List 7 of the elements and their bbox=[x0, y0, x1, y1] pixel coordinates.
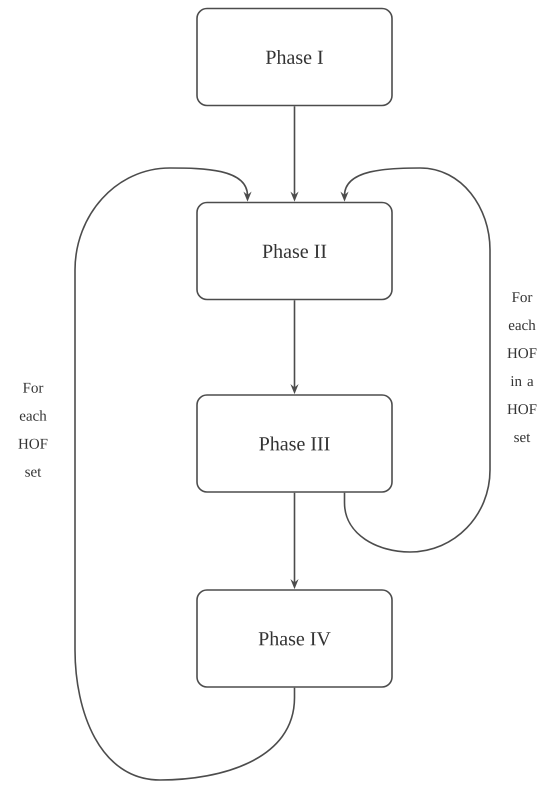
phase-box: Phase II bbox=[196, 202, 393, 300]
edge-label: For each HOF in a HOF set bbox=[504, 291, 540, 444]
phase-box: Phase III bbox=[196, 394, 393, 493]
phase-box: Phase IV bbox=[196, 589, 393, 688]
edge-label: For each HOF set bbox=[15, 382, 51, 478]
arrow bbox=[74, 167, 296, 781]
phase-box: Phase I bbox=[196, 8, 393, 106]
